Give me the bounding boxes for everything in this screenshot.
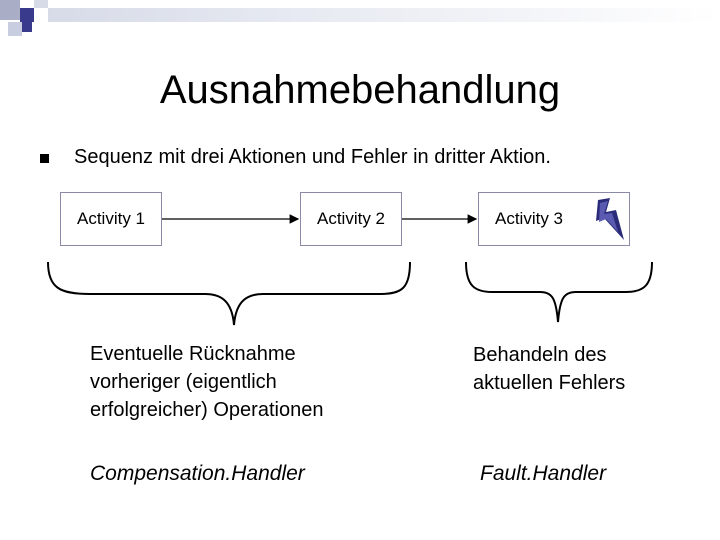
fault-note-line-2: aktuellen Fehlers bbox=[473, 372, 626, 394]
activity-label-3: Activity 3 bbox=[495, 209, 564, 228]
compensation-handler-label: Compensation.Handler bbox=[90, 462, 305, 485]
corner-square-blue bbox=[20, 8, 34, 22]
slide-title: Ausnahmebehandlung bbox=[159, 68, 561, 112]
corner-square-dark bbox=[0, 0, 20, 20]
corner-square-gray bbox=[34, 0, 48, 8]
header-gradient-bar bbox=[48, 8, 720, 22]
activity-label-1: Activity 1 bbox=[76, 209, 146, 228]
bullet-marker bbox=[40, 154, 49, 163]
activity-box-2: Activity 2 bbox=[300, 192, 402, 246]
bullet-text: Sequenz mit drei Aktionen und Fehler in … bbox=[74, 146, 551, 168]
fault-note: Behandeln des aktuellen Fehlers bbox=[473, 341, 625, 397]
brace-right bbox=[465, 261, 653, 323]
lightning-icon bbox=[596, 198, 624, 240]
activity-label-2: Activity 2 bbox=[316, 209, 386, 228]
compensation-note-line-3: erfolgreicher) Operationen bbox=[90, 399, 324, 421]
brace-left bbox=[47, 261, 411, 326]
compensation-note: Eventuelle Rücknahme vorheriger (eigentl… bbox=[90, 340, 323, 424]
compensation-note-line-1: Eventuelle Rücknahme bbox=[90, 343, 296, 365]
fault-note-line-1: Behandeln des bbox=[473, 344, 607, 366]
corner-square-blue-small bbox=[22, 22, 32, 32]
fault-handler-label: Fault.Handler bbox=[480, 462, 607, 485]
compensation-note-line-2: vorheriger (eigentlich bbox=[90, 371, 277, 393]
corner-square-light bbox=[8, 22, 22, 36]
activity-box-1: Activity 1 bbox=[60, 192, 162, 246]
